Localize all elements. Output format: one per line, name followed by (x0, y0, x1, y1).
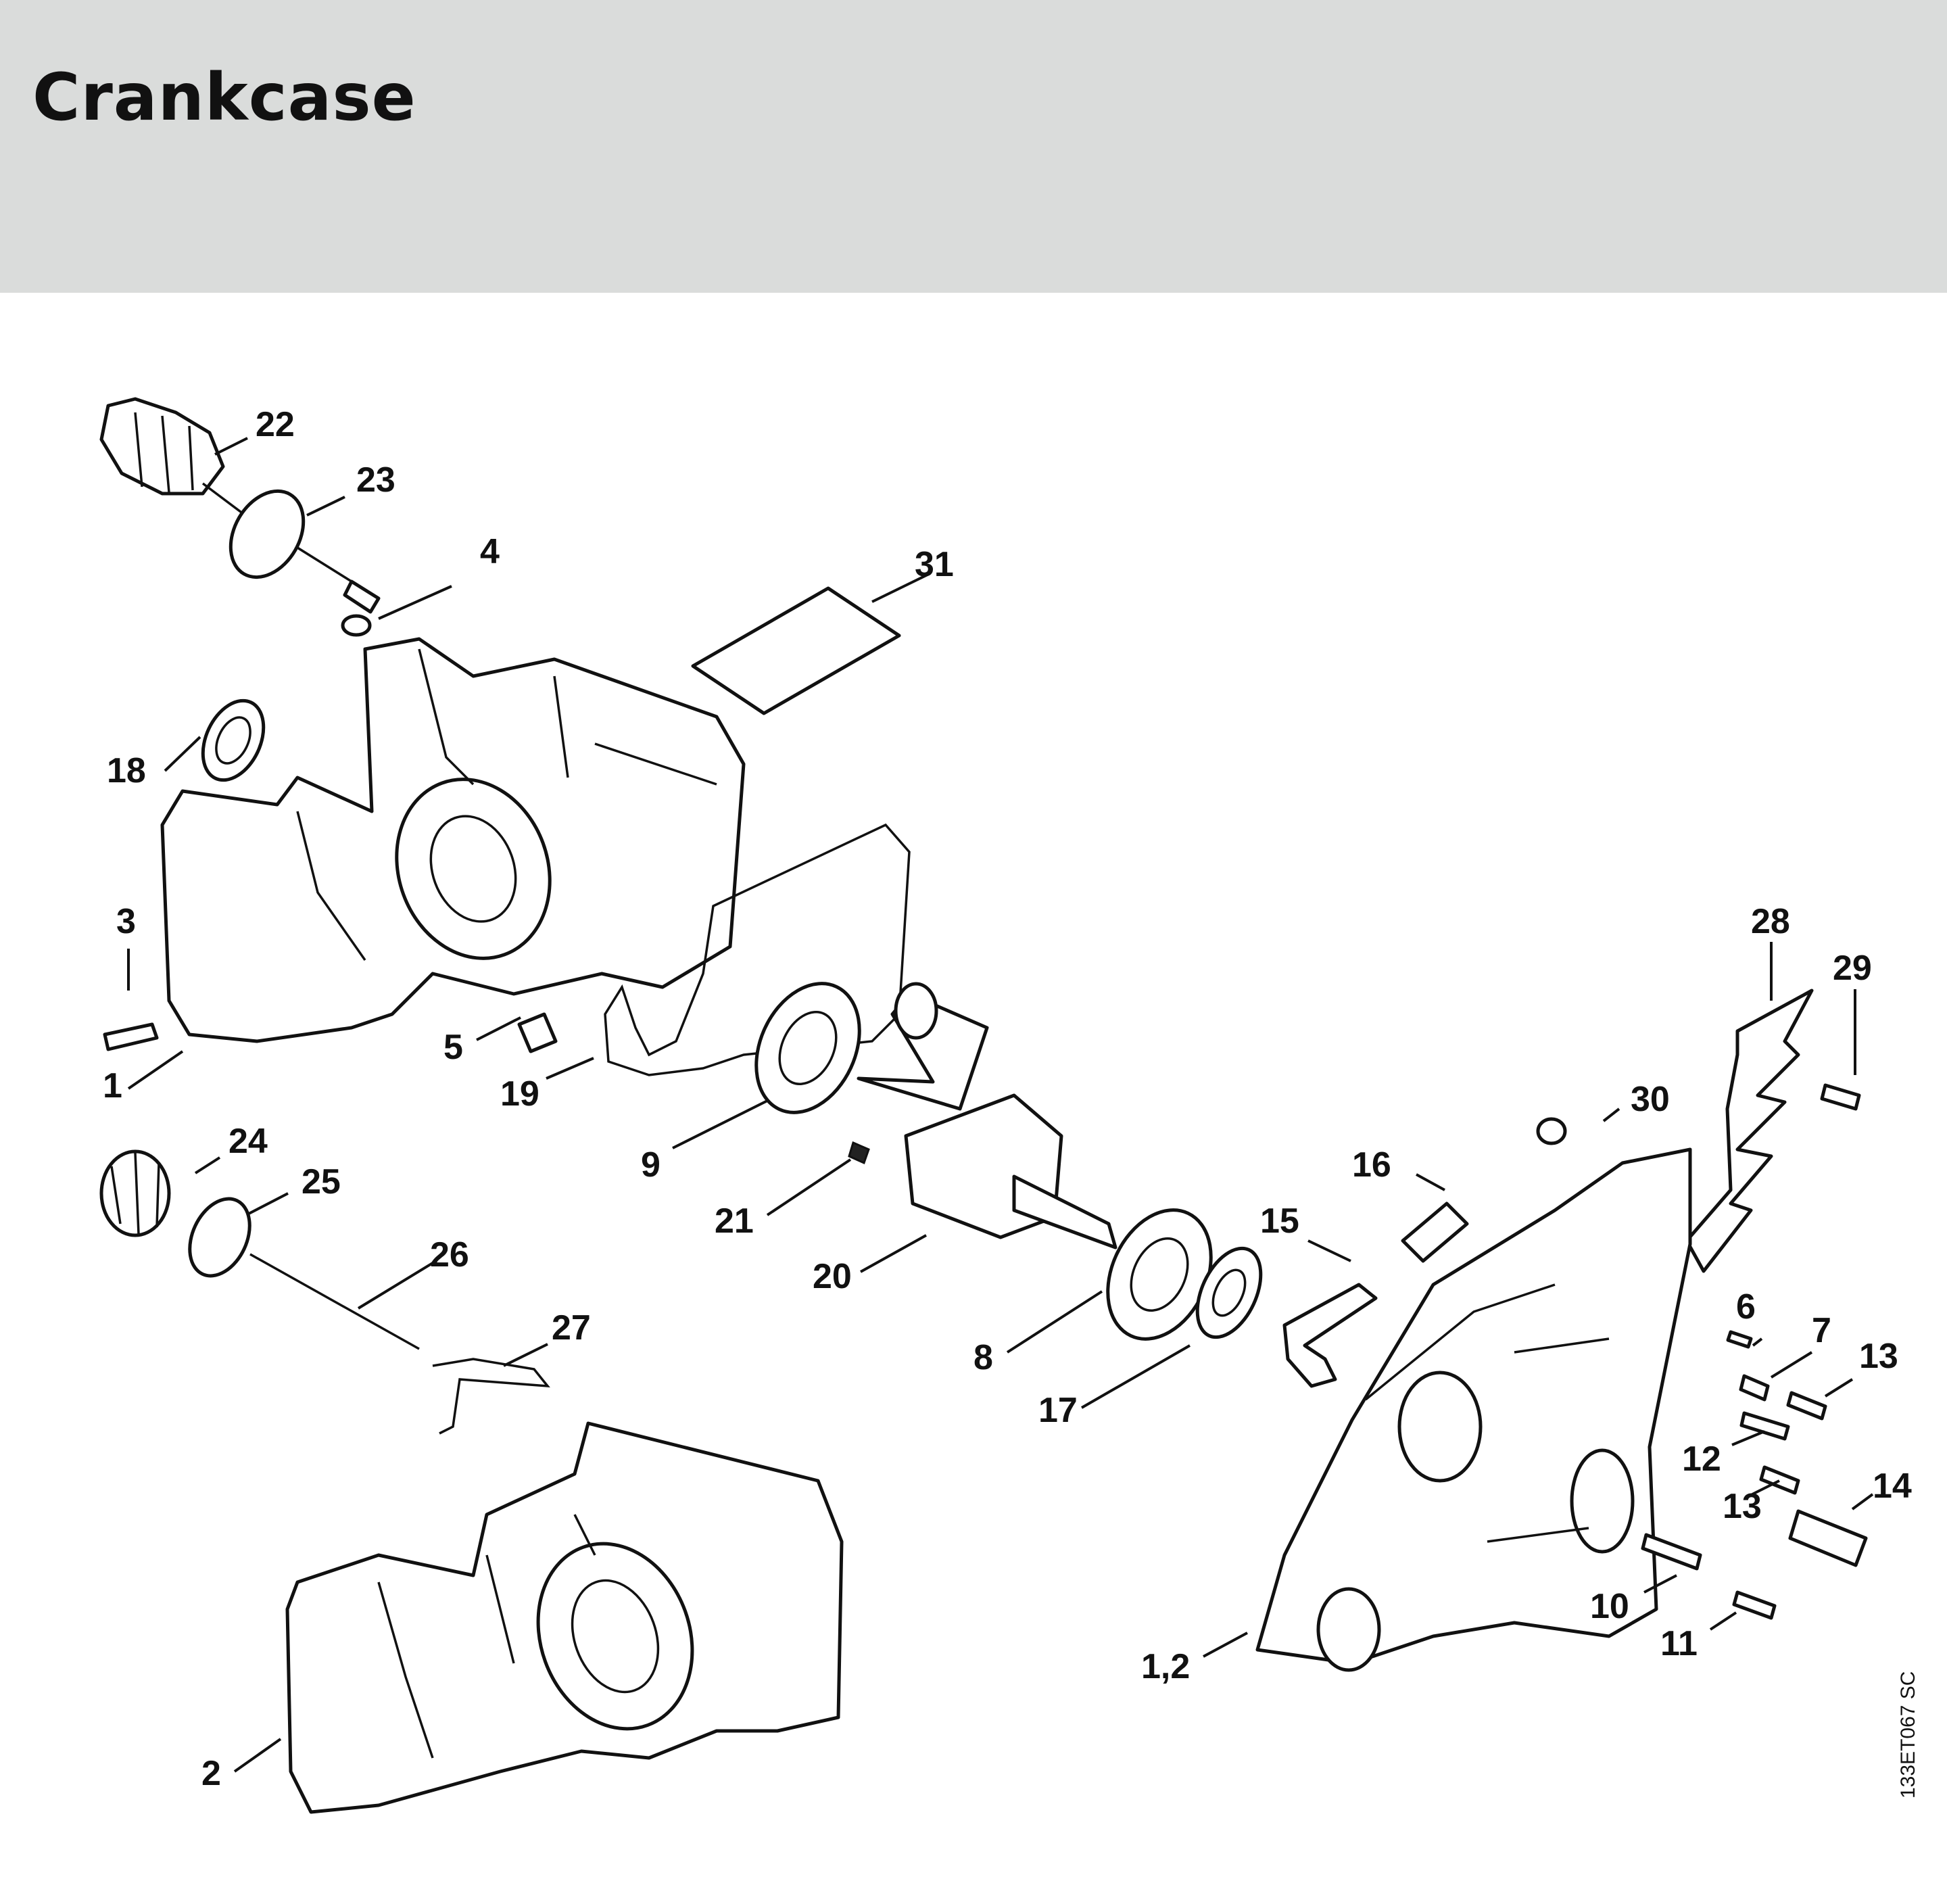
header-band (0, 0, 1947, 293)
callout-23: 23 (356, 460, 395, 500)
callout-21: 21 (715, 1201, 754, 1241)
part-25-icon (188, 1197, 251, 1278)
drawing-code: 133ET067 SC (1897, 1671, 1919, 1799)
callout-8: 8 (974, 1338, 993, 1377)
part-3-icon (103, 1022, 159, 1051)
callout-20: 20 (813, 1257, 852, 1296)
part-16-icon (1401, 1201, 1469, 1263)
page-title: Crankcase (32, 60, 416, 135)
callout-19: 19 (500, 1074, 539, 1114)
part-22-icon (99, 397, 352, 583)
part-28-icon (1685, 989, 1814, 1273)
callout-28: 28 (1751, 902, 1790, 941)
part-11-icon (1732, 1590, 1777, 1620)
callout-labels: 22 23 4 31 18 3 1 5 19 9 24 25 21 20 26 … (103, 405, 1912, 1793)
part-5-icon (517, 1012, 558, 1053)
part-31-icon (691, 586, 901, 715)
part-24-icon (99, 1149, 171, 1237)
part-14-icon (1788, 1509, 1868, 1567)
part-4-icon (343, 579, 381, 614)
callout-25: 25 (302, 1162, 341, 1201)
part-26-icon (249, 1253, 420, 1350)
callout-13b: 13 (1723, 1487, 1762, 1526)
callout-3: 3 (116, 902, 136, 941)
part-30-icon (1536, 1117, 1567, 1145)
part-18-icon (201, 698, 266, 782)
callout-6: 6 (1736, 1287, 1756, 1327)
callout-27: 27 (552, 1308, 591, 1348)
part-29-icon (1820, 1083, 1861, 1111)
part-7-icon (1739, 1374, 1770, 1402)
callout-18: 18 (107, 751, 146, 790)
callout-2: 2 (201, 1754, 221, 1793)
callout-7: 7 (1812, 1311, 1831, 1350)
callout-15: 15 (1260, 1201, 1299, 1241)
part-21-icon (848, 1141, 870, 1165)
callout-12: 12 (1682, 1439, 1721, 1479)
part-20-crankshaft-icon (857, 982, 1117, 1250)
callout-31: 31 (915, 545, 954, 584)
part-1-crankcase-icon (160, 637, 746, 1043)
part-27-icon (432, 1358, 550, 1435)
part-15-icon (1282, 1283, 1378, 1388)
part-13a-icon (1786, 1391, 1827, 1421)
part-10-icon (1641, 1533, 1702, 1571)
part-23-icon (229, 489, 306, 579)
part-2-crankcase-icon (285, 1421, 844, 1814)
callout-16: 16 (1352, 1145, 1391, 1185)
callout-1-2: 1,2 (1141, 1647, 1190, 1686)
part-1-2-crankcase-icon (1255, 1147, 1692, 1672)
callout-24: 24 (229, 1122, 268, 1161)
callout-5: 5 (443, 1028, 463, 1067)
callout-4: 4 (480, 532, 500, 571)
callout-22: 22 (256, 405, 295, 444)
leader-lines (127, 437, 1874, 1773)
callout-29: 29 (1833, 949, 1872, 988)
callout-1: 1 (103, 1066, 122, 1105)
callout-14: 14 (1873, 1467, 1912, 1506)
callout-30: 30 (1631, 1080, 1670, 1119)
part-19-icon (604, 823, 911, 1076)
callout-11: 11 (1660, 1624, 1698, 1663)
part-12-icon (1739, 1411, 1790, 1441)
callout-13a: 13 (1859, 1337, 1898, 1376)
part-6-icon (1726, 1330, 1753, 1349)
callout-17: 17 (1038, 1391, 1078, 1430)
part-13b-icon (1759, 1465, 1800, 1495)
callout-26: 26 (430, 1235, 469, 1275)
part-17-icon (1195, 1246, 1263, 1339)
part-9-icon (754, 982, 861, 1114)
callout-9: 9 (641, 1145, 660, 1185)
callout-10: 10 (1590, 1587, 1629, 1626)
